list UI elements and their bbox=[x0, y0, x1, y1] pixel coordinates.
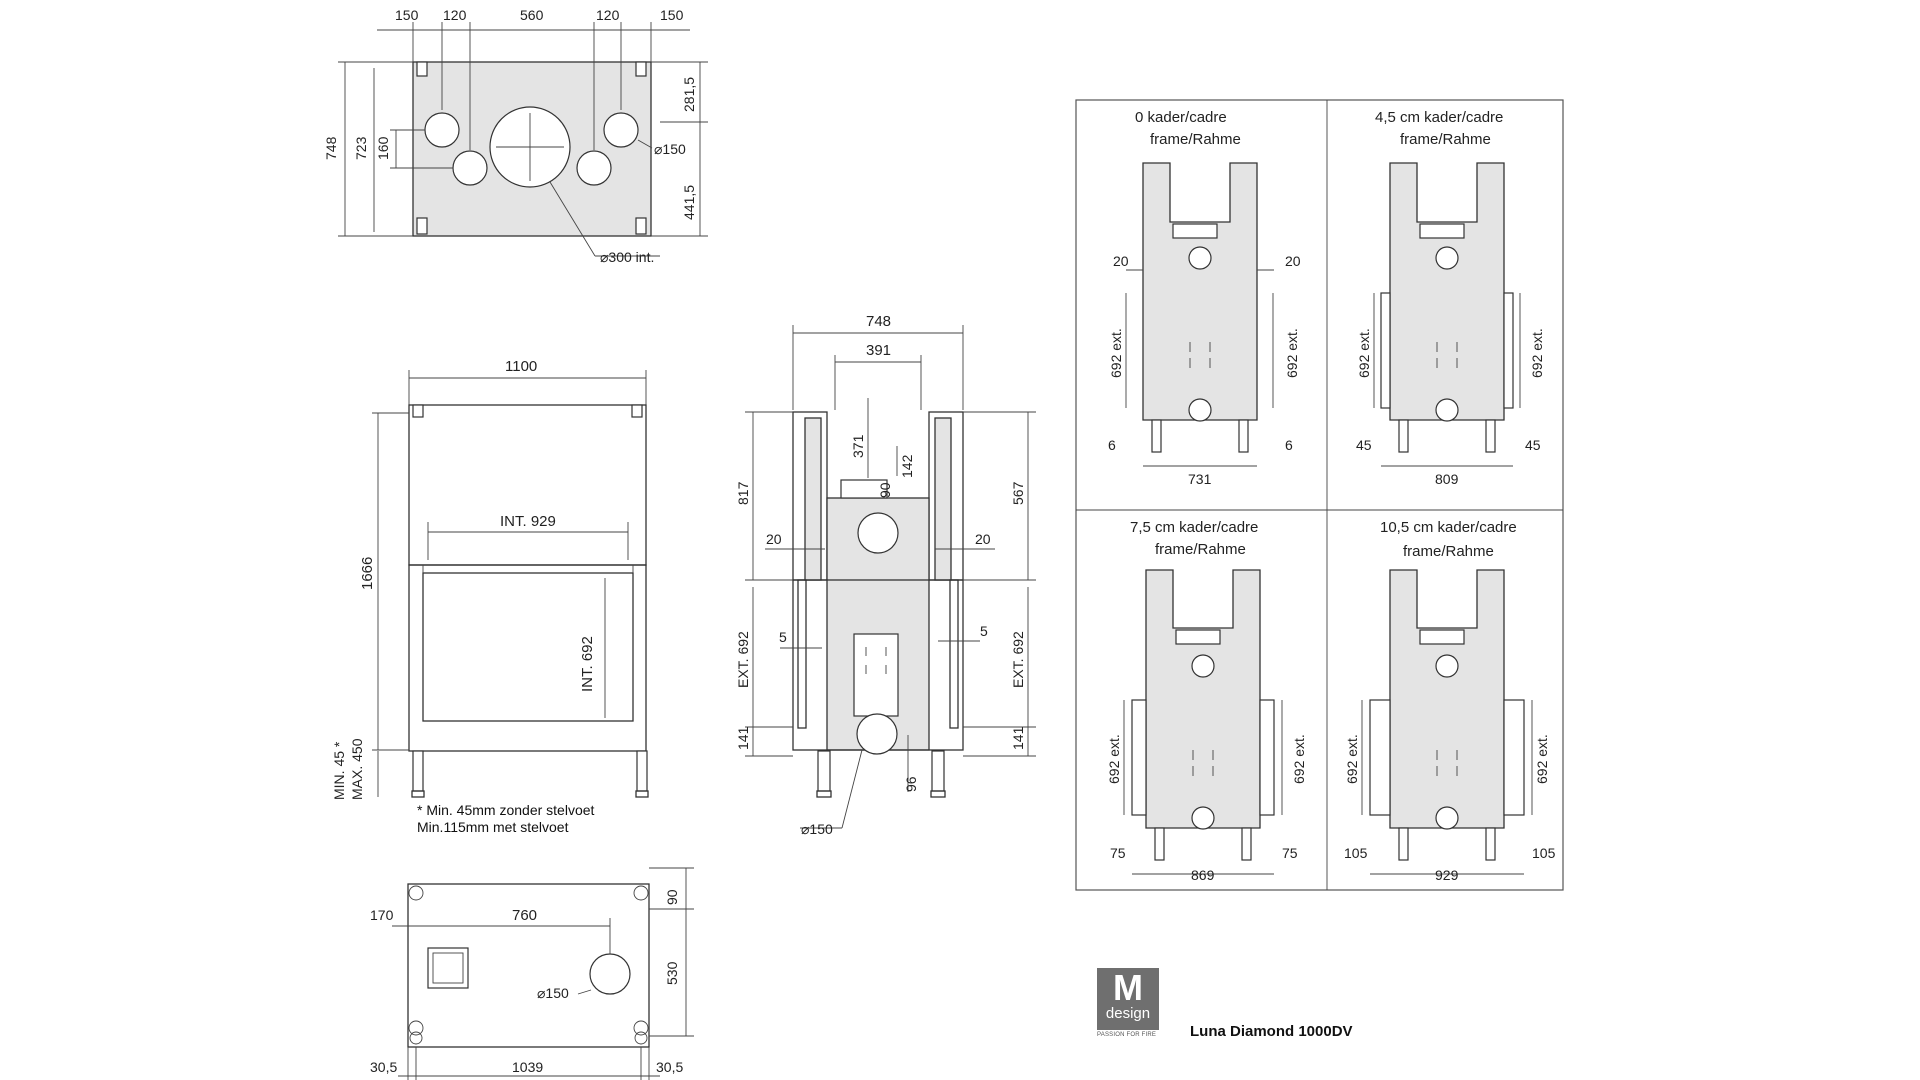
dim-ext-692-left: EXT. 692 bbox=[735, 631, 751, 688]
dim-30-5-right: 30,5 bbox=[656, 1059, 683, 1075]
dim-int-929: INT. 929 bbox=[500, 513, 556, 530]
dim-150-a: 150 bbox=[395, 7, 419, 23]
dim-5-left: 5 bbox=[779, 629, 787, 645]
top-view: 150 120 560 120 150 748 723 160 281,5 44… bbox=[323, 7, 708, 265]
note-line-1: * Min. 45mm zonder stelvoet bbox=[417, 802, 595, 818]
top-small-hole-left-upper bbox=[424, 112, 460, 148]
dim-96: 96 bbox=[903, 776, 919, 792]
panel-2-ext-left: 692 ext. bbox=[1356, 328, 1372, 378]
panel-2-ext-right: 692 ext. bbox=[1529, 328, 1545, 378]
dim-30-5-left: 30,5 bbox=[370, 1059, 397, 1075]
side-upper-hole bbox=[857, 512, 899, 554]
dim-hole-150-top: ⌀150 bbox=[654, 141, 686, 157]
dim-530: 530 bbox=[664, 961, 680, 985]
dim-560: 560 bbox=[520, 7, 544, 23]
dim-748-side: 748 bbox=[866, 313, 891, 330]
frame-panel-7-5cm: 7,5 cm kader/cadre frame/Rahme 692 ext. … bbox=[1106, 519, 1307, 883]
dim-141-right: 141 bbox=[1010, 726, 1026, 750]
panel-2-foot-right: 45 bbox=[1525, 437, 1541, 453]
dim-1039: 1039 bbox=[512, 1059, 543, 1075]
panel-1-ext-right: 692 ext. bbox=[1284, 328, 1300, 378]
note-line-2: Min.115mm met stelvoet bbox=[417, 819, 569, 835]
dim-760: 760 bbox=[512, 907, 537, 924]
dim-441-5: 441,5 bbox=[681, 185, 697, 220]
dim-150-base: ⌀150 bbox=[537, 985, 569, 1001]
panel-3-subtitle: frame/Rahme bbox=[1155, 541, 1246, 558]
frame-panel-4-5cm: 4,5 cm kader/cadre frame/Rahme 692 ext. … bbox=[1356, 109, 1545, 487]
panel-4-ext-right: 692 ext. bbox=[1534, 734, 1550, 784]
panel-2-title: 4,5 cm kader/cadre bbox=[1375, 109, 1503, 126]
front-view: 1100 INT. 929 INT. 692 1666 MIN. 45 * MA… bbox=[331, 358, 649, 800]
dim-90-base: 90 bbox=[664, 889, 680, 905]
panel-2-subtitle: frame/Rahme bbox=[1400, 131, 1491, 148]
dim-748: 748 bbox=[323, 136, 339, 160]
logo-word: design bbox=[1105, 1005, 1151, 1022]
dim-723: 723 bbox=[353, 136, 369, 160]
panel-4-width: 929 bbox=[1435, 867, 1459, 883]
panel-4-subtitle: frame/Rahme bbox=[1403, 543, 1494, 560]
panel-3-width: 869 bbox=[1191, 867, 1215, 883]
dim-int-692: INT. 692 bbox=[579, 636, 596, 692]
dim-1666: 1666 bbox=[359, 557, 376, 590]
top-small-hole-right-upper bbox=[603, 112, 639, 148]
dim-371: 371 bbox=[850, 434, 866, 458]
dim-391: 391 bbox=[866, 342, 891, 359]
panel-1-ext-left: 692 ext. bbox=[1108, 328, 1124, 378]
leg-height-note: * Min. 45mm zonder stelvoet Min.115mm me… bbox=[417, 802, 594, 836]
panel-4-ext-left: 692 ext. bbox=[1344, 734, 1360, 784]
dim-142: 142 bbox=[899, 454, 915, 478]
frame-panels: 0 kader/cadre frame/Rahme 20 20 692 ext.… bbox=[1075, 99, 1564, 891]
dim-150-side: ⌀150 bbox=[801, 821, 833, 837]
panel-3-ext-right: 692 ext. bbox=[1291, 734, 1307, 784]
dim-567: 567 bbox=[1010, 481, 1026, 505]
dim-141-left: 141 bbox=[735, 726, 751, 750]
panel-1-side-right: 20 bbox=[1285, 253, 1301, 269]
side-view: 748 391 371 90 142 817 bbox=[735, 313, 1036, 837]
dim-ext-692-right: EXT. 692 bbox=[1010, 631, 1026, 688]
panel-3-ext-left: 692 ext. bbox=[1106, 734, 1122, 784]
panel-2-width: 809 bbox=[1435, 471, 1459, 487]
panel-1-subtitle: frame/Rahme bbox=[1150, 131, 1241, 148]
m-design-logo: M design bbox=[1097, 968, 1159, 1030]
dim-300-int: ⌀300 int. bbox=[600, 249, 654, 265]
panel-4-foot-left: 105 bbox=[1344, 845, 1368, 861]
dim-281-5: 281,5 bbox=[681, 77, 697, 112]
base-round-opening bbox=[589, 953, 631, 995]
panel-1-foot-left: 6 bbox=[1108, 437, 1116, 453]
model-name: Luna Diamond 1000DV bbox=[1190, 1023, 1353, 1040]
dim-20-left: 20 bbox=[766, 531, 782, 547]
dim-120-a: 120 bbox=[443, 7, 467, 23]
panel-4-foot-right: 105 bbox=[1532, 845, 1556, 861]
panel-3-foot-left: 75 bbox=[1110, 845, 1126, 861]
frame-panel-10-5cm: 10,5 cm kader/cadre frame/Rahme 692 ext.… bbox=[1344, 519, 1556, 883]
top-small-hole-right-lower bbox=[576, 150, 612, 186]
frame-panel-0cm: 0 kader/cadre frame/Rahme 20 20 692 ext.… bbox=[1108, 109, 1301, 487]
dim-max-450: MAX. 450 bbox=[349, 738, 365, 800]
side-lower-hole bbox=[856, 713, 898, 755]
dim-5-right: 5 bbox=[980, 623, 988, 639]
logo-letter: M bbox=[1113, 967, 1143, 1008]
panel-4-title: 10,5 cm kader/cadre bbox=[1380, 519, 1517, 536]
base-square-opening bbox=[427, 947, 469, 989]
panel-3-foot-right: 75 bbox=[1282, 845, 1298, 861]
brand-tagline: PASSION FOR FIRE bbox=[1097, 1032, 1157, 1038]
dim-90: 90 bbox=[877, 482, 893, 498]
dim-160: 160 bbox=[375, 136, 391, 160]
dim-20-right: 20 bbox=[975, 531, 991, 547]
base-view: 760 170 ⌀150 90 530 30,5 1039 30,5 bbox=[370, 867, 694, 1080]
dim-150-b: 150 bbox=[660, 7, 684, 23]
dim-1100: 1100 bbox=[505, 358, 537, 375]
panel-3-title: 7,5 cm kader/cadre bbox=[1130, 519, 1258, 536]
panel-1-width: 731 bbox=[1188, 471, 1212, 487]
dim-170: 170 bbox=[370, 907, 394, 923]
panel-1-side-left: 20 bbox=[1113, 253, 1129, 269]
dim-120-b: 120 bbox=[596, 7, 620, 23]
dim-817: 817 bbox=[735, 481, 751, 505]
panel-1-foot-right: 6 bbox=[1285, 437, 1293, 453]
panel-1-title: 0 kader/cadre bbox=[1135, 109, 1227, 126]
top-small-hole-left-lower bbox=[452, 150, 488, 186]
dim-min-45: MIN. 45 * bbox=[331, 741, 347, 800]
panel-2-foot-left: 45 bbox=[1356, 437, 1372, 453]
